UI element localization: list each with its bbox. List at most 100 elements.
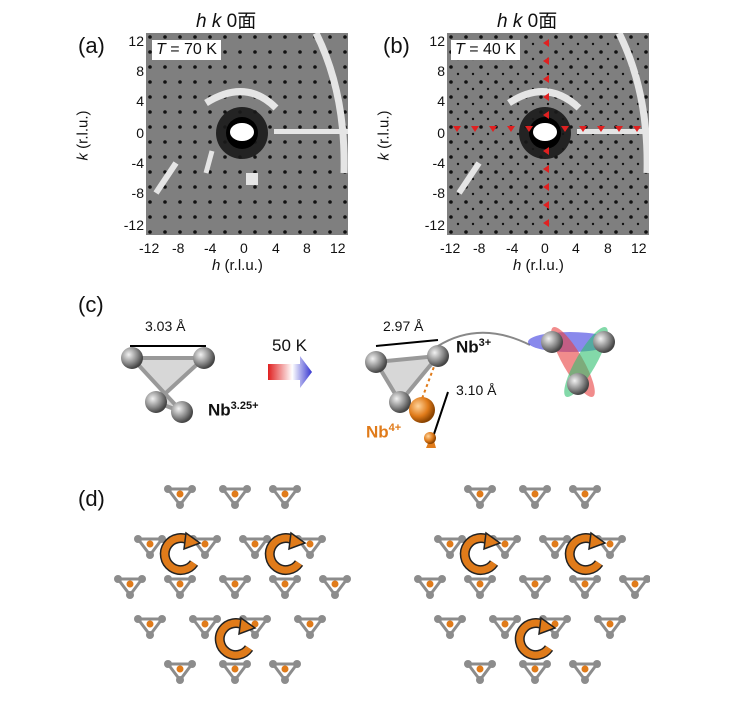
marker-triangle <box>471 126 479 132</box>
bragg-spot <box>644 95 648 99</box>
superlattice-spot <box>456 102 460 106</box>
panel-c-label: (c) <box>78 292 104 317</box>
bragg-spot <box>449 155 453 159</box>
bragg-spot <box>328 185 332 189</box>
bragg-spot <box>584 80 588 84</box>
bragg-spot <box>464 215 468 219</box>
bragg-spot <box>268 125 272 129</box>
nb-atom <box>121 347 143 369</box>
bragg-spot <box>298 65 302 69</box>
trimer <box>567 483 603 511</box>
bragg-spot <box>539 185 543 189</box>
bragg-spot <box>509 65 513 69</box>
marker-triangle <box>543 39 549 47</box>
superlattice-spot <box>456 72 460 76</box>
bragg-spot <box>449 110 453 114</box>
bragg-spot <box>148 140 152 144</box>
bragg-spot <box>193 185 197 189</box>
superlattice-spot <box>531 207 535 211</box>
superlattice-spot <box>531 57 535 61</box>
bragg-spot <box>479 65 483 69</box>
bragg-spot <box>223 155 227 159</box>
bragg-spot <box>238 80 242 84</box>
marker-triangle <box>453 126 461 132</box>
bragg-spot <box>539 50 543 54</box>
superlattice-spot <box>531 177 535 181</box>
temperature-symbol-a: T <box>156 41 166 58</box>
bragg-spot <box>449 95 453 99</box>
superlattice-spot <box>456 87 460 91</box>
bragg-spot <box>599 35 603 39</box>
superlattice-spot <box>501 72 505 76</box>
bragg-spot <box>554 170 558 174</box>
panel-b-title: h k 0面 <box>497 6 557 33</box>
trimer <box>517 483 553 511</box>
bragg-spot <box>208 125 212 129</box>
superlattice-spot <box>576 207 580 211</box>
nb4-sup: 4+ <box>388 422 402 434</box>
superlattice-spot <box>606 42 610 46</box>
bragg-spot <box>313 230 317 234</box>
bragg-spot <box>313 140 317 144</box>
bragg-spot <box>629 35 633 39</box>
bragg-spot <box>313 170 317 174</box>
bragg-spot <box>193 65 197 69</box>
bragg-spot <box>343 65 347 69</box>
trimer <box>267 573 303 601</box>
nb4-ion-label: Nb4+ <box>366 422 401 443</box>
trimer <box>592 613 628 641</box>
bragg-spot <box>223 35 227 39</box>
bragg-spot <box>539 200 543 204</box>
bragg-spot <box>569 80 573 84</box>
bragg-spot <box>328 35 332 39</box>
y-tick: 12 <box>429 33 445 49</box>
bragg-spot <box>569 155 573 159</box>
superlattice-spot <box>486 102 490 106</box>
distance-arrow <box>431 391 449 441</box>
superlattice-spot <box>606 222 610 226</box>
bragg-spot <box>479 215 483 219</box>
bragg-spot <box>494 110 498 114</box>
bragg-spot <box>479 35 483 39</box>
superlattice-spot <box>516 177 520 181</box>
bragg-spot <box>539 215 543 219</box>
bragg-spot <box>479 170 483 174</box>
orbital-cluster <box>528 327 615 398</box>
bragg-spot <box>569 200 573 204</box>
bragg-spot <box>178 140 182 144</box>
bragg-spot <box>494 80 498 84</box>
marker-triangle <box>543 93 549 101</box>
bragg-spot <box>509 35 513 39</box>
superlattice-spot <box>636 192 640 196</box>
superlattice-spot <box>546 72 550 76</box>
bragg-spot <box>238 170 242 174</box>
bragg-spot <box>343 95 347 99</box>
bragg-spot <box>479 155 483 159</box>
x-tick: -8 <box>473 240 486 256</box>
bragg-spot <box>509 215 513 219</box>
bragg-spot <box>208 185 212 189</box>
superlattice-spot <box>501 102 505 106</box>
x-axis-symbol-a: h <box>212 257 221 274</box>
y-tick: 0 <box>437 125 445 141</box>
superlattice-spot <box>561 177 565 181</box>
nb-atom <box>171 401 193 423</box>
bragg-spot <box>614 95 618 99</box>
bragg-spot <box>343 200 347 204</box>
bragg-spot <box>223 200 227 204</box>
bragg-spot <box>298 50 302 54</box>
bragg-spot <box>238 215 242 219</box>
bragg-spot <box>223 50 227 54</box>
bragg-spot <box>494 65 498 69</box>
marker-triangle <box>543 201 549 209</box>
superlattice-spot <box>606 162 610 166</box>
bragg-spot <box>524 215 528 219</box>
bragg-spot <box>238 95 242 99</box>
bragg-spot <box>298 155 302 159</box>
bragg-spot <box>163 35 167 39</box>
bragg-spot <box>238 185 242 189</box>
superlattice-markers <box>453 39 641 227</box>
bragg-spot <box>343 185 347 189</box>
bragg-spot <box>599 95 603 99</box>
bragg-spot <box>238 50 242 54</box>
